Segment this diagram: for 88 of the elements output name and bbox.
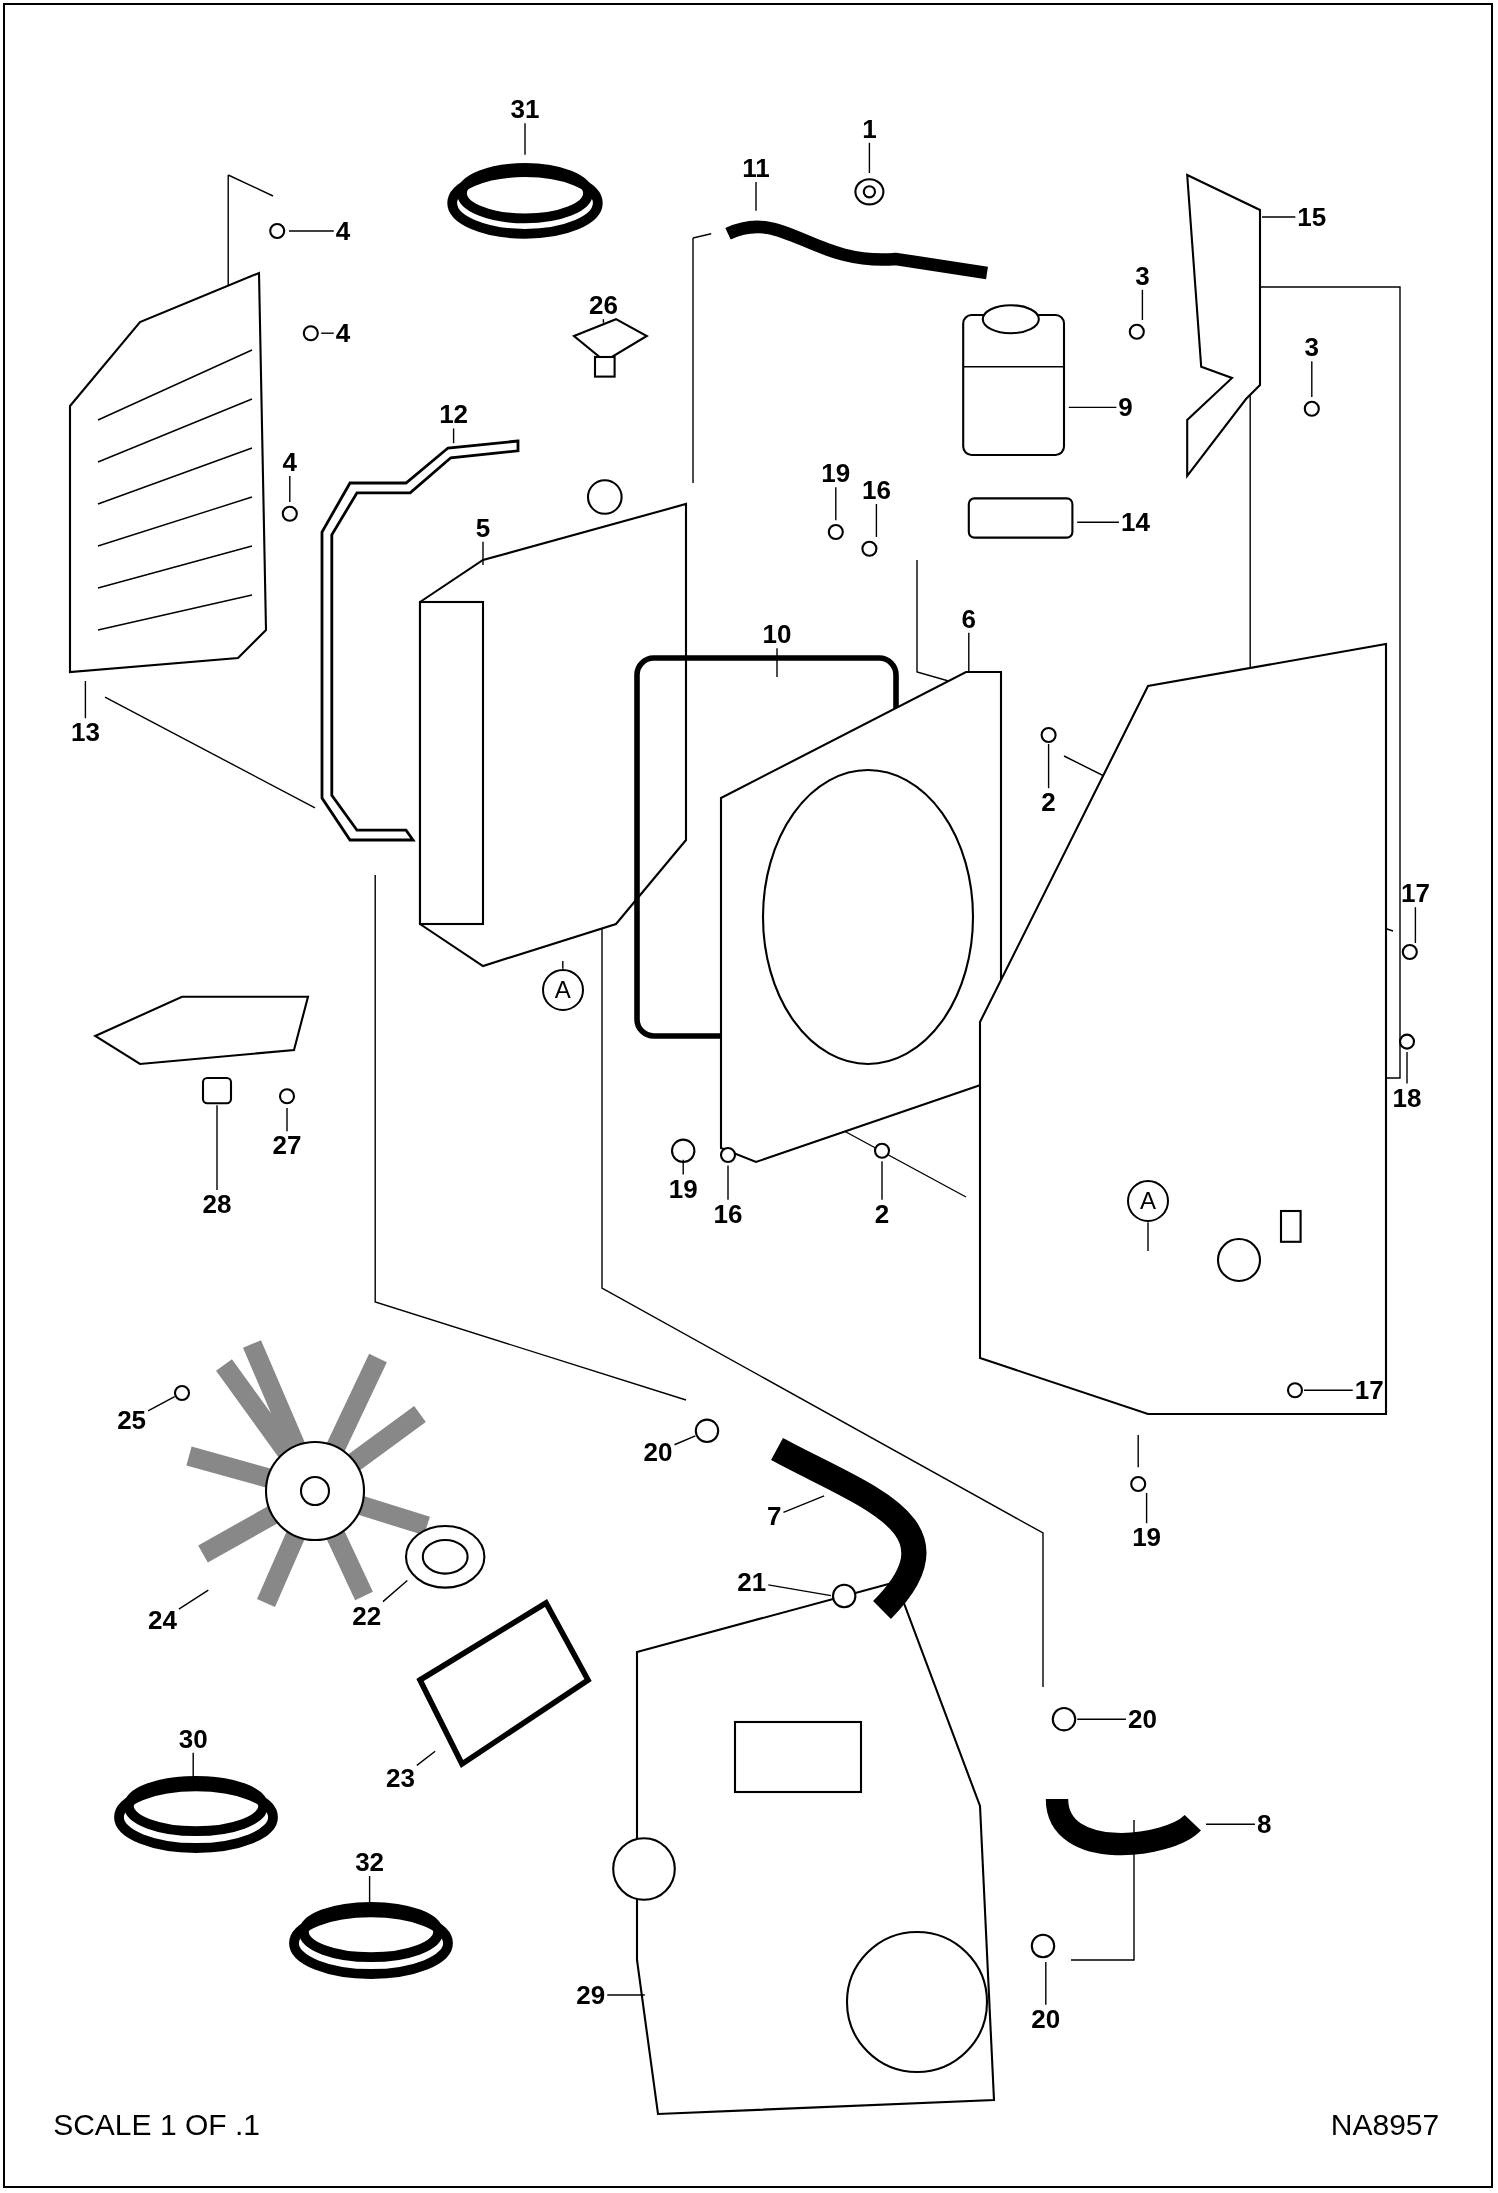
callout-number: 5 [473, 513, 493, 542]
callout-number: 17 [1398, 879, 1432, 908]
leader-line [1147, 1221, 1149, 1252]
leader-line [682, 1159, 684, 1176]
callout-number: 14 [1118, 508, 1152, 537]
callout-number: 16 [711, 1199, 745, 1228]
leader-line [1141, 289, 1144, 321]
leader-line [1047, 743, 1050, 789]
callout-number: 31 [508, 95, 542, 124]
callout-number: 23 [383, 1764, 417, 1792]
leader-line [320, 332, 335, 334]
leader-line [286, 1107, 288, 1132]
leader-line [192, 1752, 194, 1780]
callout-number: 20 [641, 1437, 675, 1466]
leader-line [562, 960, 564, 970]
callout-number: 10 [760, 620, 794, 649]
callout-number: 19 [1130, 1523, 1164, 1552]
leader-line [382, 1579, 408, 1603]
callout-number: 25 [115, 1405, 149, 1434]
leader-line [1261, 216, 1297, 218]
leader-line [602, 318, 605, 324]
callout-number: 11 [740, 154, 772, 182]
callout-number: 17 [1352, 1376, 1386, 1405]
callout-number: 12 [437, 400, 471, 429]
callout-number: 30 [176, 1724, 210, 1753]
leader-line [673, 1435, 697, 1446]
callout-number: 4 [280, 448, 300, 476]
leader-line [482, 541, 484, 566]
callout-number: 26 [586, 291, 620, 320]
callout-number: 6 [959, 604, 979, 633]
callout-number: 20 [1125, 1705, 1159, 1734]
leader-line [767, 1584, 832, 1597]
callout-number: 19 [819, 459, 853, 488]
callout-number: 13 [68, 718, 102, 747]
leader-line [147, 1396, 176, 1412]
leader-line [1045, 1961, 1047, 2006]
callout-number: 9 [1116, 393, 1135, 422]
callout-number: 3 [1133, 261, 1152, 290]
leader-line [881, 1160, 883, 1201]
leader-line [178, 1589, 209, 1610]
leader-line [524, 122, 526, 156]
leader-line [755, 181, 757, 212]
leader-line [288, 230, 335, 232]
leader-line [289, 475, 291, 503]
leader-line [452, 427, 455, 444]
callout-number: 20 [1029, 2004, 1063, 2033]
callout-number: 4 [333, 319, 353, 348]
callout-number: 7 [764, 1502, 784, 1531]
callout-number: 27 [270, 1131, 304, 1160]
leader-line [727, 1164, 729, 1201]
callout-number: 21 [735, 1568, 769, 1596]
leader-line [1205, 1823, 1256, 1825]
callout-number: 2 [1039, 788, 1058, 817]
callout-number: 16 [859, 476, 893, 504]
callout-number: 24 [145, 1605, 179, 1634]
callout-number: 19 [666, 1174, 700, 1203]
callout-number: 15 [1295, 203, 1329, 231]
leader-line [835, 486, 837, 521]
leader-line [782, 1495, 825, 1514]
drawing-number: NA8957 [1330, 2108, 1440, 2143]
callout-number: 2 [872, 1199, 892, 1228]
scale-note: SCALE 1 OF .1 [53, 2108, 260, 2143]
leader-line [1145, 1492, 1148, 1524]
callout-number: 18 [1390, 1083, 1424, 1112]
leader-line [1414, 906, 1417, 944]
leader-line [776, 647, 778, 678]
leader-line [1311, 360, 1313, 398]
leader-line [84, 680, 87, 719]
callout-number: 4 [333, 217, 353, 245]
leader-line [868, 142, 871, 174]
callout-number: 29 [574, 1981, 608, 2009]
callout-number: 28 [200, 1190, 234, 1218]
leader-line [875, 503, 878, 538]
leader-line [416, 1750, 436, 1767]
callout-number: 22 [350, 1601, 384, 1630]
leader-line [968, 632, 970, 674]
leader-line [1303, 1389, 1354, 1391]
callout-number: 3 [1302, 333, 1322, 362]
leader-line [216, 1104, 218, 1191]
leader-line [1076, 521, 1120, 523]
callout-number: 32 [353, 1848, 387, 1876]
leader-line [1406, 1051, 1408, 1085]
leader-line [1068, 406, 1118, 409]
leader-line [368, 1875, 371, 1906]
leader-line [1076, 1718, 1127, 1720]
callout-number: 1 [860, 114, 879, 143]
leader-line [606, 1994, 646, 1996]
callout-number: 8 [1254, 1810, 1274, 1839]
